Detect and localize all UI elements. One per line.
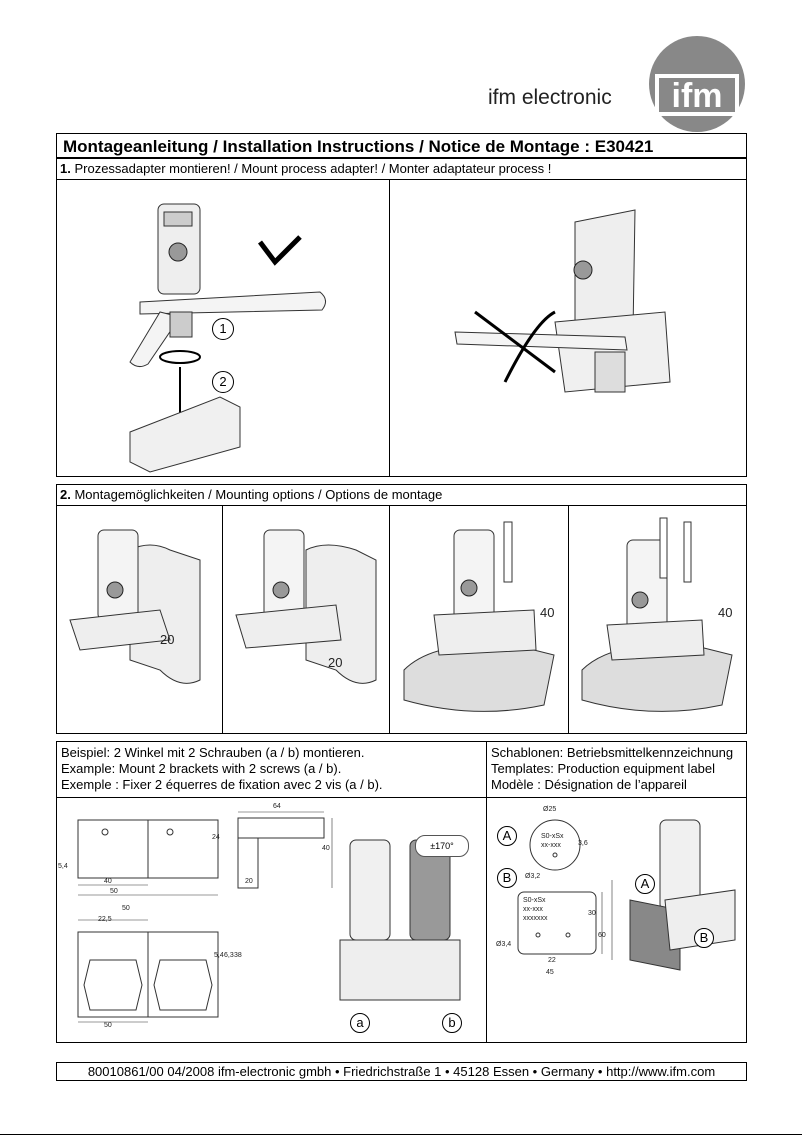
templates-line-fr: Modèle : Désignation de l’appareil: [491, 777, 687, 792]
tagB-line1: S0-xSx: [523, 897, 546, 904]
page-title: Montageanleitung / Installation Instruct…: [56, 133, 747, 158]
example-line-fr: Exemple : Fixer 2 équerres de fixation a…: [61, 777, 383, 792]
template-label-A: A: [497, 826, 517, 846]
dim-38: 38: [234, 952, 242, 959]
section2-number: 2.: [60, 487, 71, 502]
dim-40-a: 40: [540, 605, 555, 620]
example-line-en: Example: Mount 2 brackets with 2 screws …: [61, 761, 342, 776]
dim-40-vertical: 40: [322, 845, 330, 852]
dim-45: 45: [546, 969, 554, 976]
device-label-A: A: [635, 874, 655, 894]
templates-line-de: Schablonen: Betriebsmittelkennzeichnung: [491, 745, 734, 760]
rotation-indicator: ±170°: [415, 835, 469, 857]
dim-3-6: 3,6: [578, 840, 588, 847]
step-1-marker: 1: [212, 318, 234, 340]
label-b: b: [442, 1013, 462, 1033]
section1-text: Prozessadapter montieren! / Mount proces…: [74, 161, 552, 176]
template-label-B: B: [497, 868, 517, 888]
dim-50-b: 50: [122, 905, 130, 912]
mounting-option-3-illustration: [403, 521, 555, 712]
dim-6-3: 6,3: [224, 952, 234, 959]
dim-50-c: 50: [104, 1022, 112, 1029]
tagA-line1: S0-xSx: [541, 833, 564, 840]
mounting-option-1-illustration: [69, 529, 201, 684]
dim-22: 22: [548, 957, 556, 964]
section1-heading: 1. Prozessadapter montieren! / Mount pro…: [56, 159, 555, 178]
mounting-option-4-illustration: [581, 517, 733, 712]
label-templates-drawing: [517, 819, 736, 971]
step-2-marker: 2: [212, 371, 234, 393]
mount-adapter-correct-illustration: [129, 203, 326, 473]
dim-dia-25: Ø25: [543, 806, 557, 813]
dim-50: 50: [110, 888, 118, 895]
dim-64: 64: [273, 803, 281, 810]
dim-40-b: 40: [718, 605, 733, 620]
dim-dia-3-2: Ø3,2: [525, 873, 541, 880]
dim-20-a: 20: [160, 632, 175, 647]
tagB-line3: xxxxxxx: [523, 915, 548, 922]
mounting-option-2-illustration: [235, 529, 377, 684]
dim-24: 24: [212, 834, 220, 841]
dim-22-5: 22,5: [98, 916, 112, 923]
device-label-B: B: [694, 928, 714, 948]
section2-heading: 2. Montagemöglichkeiten / Mounting optio…: [56, 485, 446, 504]
dim-30: 30: [588, 910, 596, 917]
mount-adapter-wrong-illustration: [454, 209, 671, 393]
section1-frame: [56, 158, 747, 477]
section1-number: 1.: [60, 161, 71, 176]
tagA-line2: xx-xxx: [541, 842, 561, 849]
svg-text:ifm: ifm: [672, 77, 723, 115]
dim-dia-3-4: Ø3,4: [496, 941, 512, 948]
dim-20: 20: [245, 878, 253, 885]
section2-text: Montagemöglichkeiten / Mounting options …: [74, 487, 443, 502]
label-a: a: [350, 1013, 370, 1033]
dim-20-b: 20: [328, 655, 343, 670]
section3-frame: [56, 741, 747, 1043]
dim-5-4: 5,4: [58, 863, 68, 870]
templates-line-en: Templates: Production equipment label: [491, 761, 716, 776]
dim-40: 40: [104, 878, 112, 885]
example-line-de: Beispiel: 2 Winkel mit 2 Schrauben (a / …: [61, 745, 365, 760]
bracket-technical-drawing: [77, 811, 461, 1023]
dim-5-4-b: 5,4: [214, 952, 224, 959]
footer-info: 80010861/00 04/2008 ifm-electronic gmbh …: [56, 1062, 747, 1081]
ifm-logo: ifm: [647, 34, 747, 134]
tagB-line2: xx-xxx: [523, 906, 543, 913]
brand-name: ifm electronic: [488, 86, 612, 109]
dim-60: 60: [598, 932, 606, 939]
section2-frame: [56, 484, 747, 734]
